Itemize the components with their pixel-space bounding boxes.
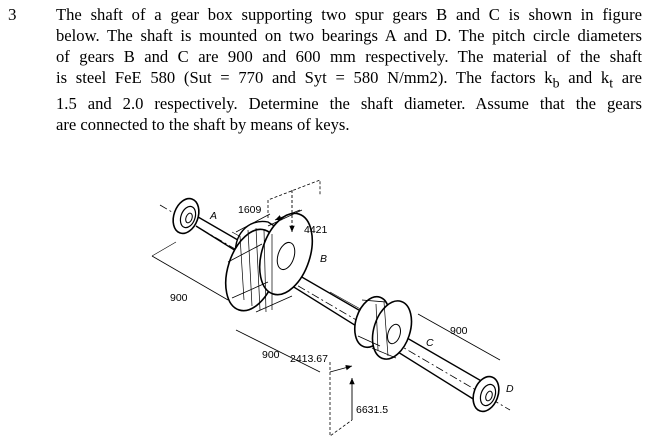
question-line-4-mid: and k [559,68,610,87]
gear-b [224,209,314,313]
force-arrow-6631 [329,362,355,437]
question-line-5: 1.5 and 2.0 respectively. Determine the … [56,94,642,114]
force-1609-label: 1609 [238,204,262,216]
force-arrow-2413 [329,365,353,373]
question-line-6: are connected to the shaft by means of k… [56,115,350,135]
gear-c [353,295,413,360]
label-a: A [209,210,217,222]
dimension-bc [235,329,321,373]
bearing-a [172,197,200,235]
dimension-ab [151,241,229,301]
dimension-cd-label: 900 [450,325,468,337]
dimension-cd [417,313,501,361]
shaft [185,209,491,403]
dimension-bc-label: 900 [262,349,280,361]
label-b: B [320,253,327,265]
question-line-4: is steel FeE 580 (Sut = 770 and Syt = 58… [56,67,642,93]
bearing-d [472,375,500,413]
question-line-2: below. The shaft is mounted on two beari… [56,26,642,45]
question-line-4-start: is steel FeE 580 (Sut = 770 and Syt = 58… [56,68,553,87]
force-6631-label: 6631.5 [356,404,388,416]
force-4421-label: 4421 [304,224,328,236]
subscript-t: t [609,75,614,91]
subscript-b: b [552,75,560,91]
label-c: C [426,337,434,349]
question-text: The shaft of a gear box supporting two s… [56,4,642,135]
question-line-1: The shaft of a gear box supporting two s… [56,5,642,24]
force-2413-label: 2413.67 [290,353,328,365]
question-line-3: of gears B and C are 900 and 600 mm resp… [56,47,642,66]
force-arrow-1609 [267,179,321,221]
question-line-4-end: are [613,68,643,87]
dimension-ab-label: 900 [170,292,188,304]
question-number: 3 [8,5,17,24]
label-d: D [506,383,514,395]
